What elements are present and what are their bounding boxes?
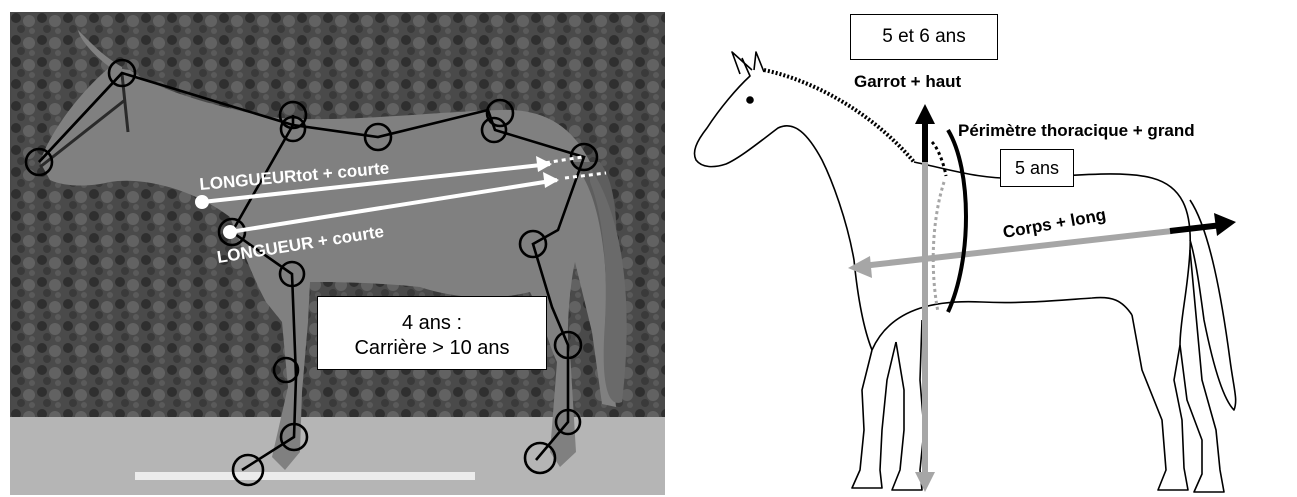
- age-box-career: 4 ans : Carrière > 10 ans: [317, 296, 547, 370]
- body-length-arrowhead-left: [848, 256, 872, 278]
- length-total-start-dot: [195, 195, 209, 209]
- horse-drawing-panel: Corps + long 5 et 6 ans Garrot + haut Pé…: [682, 0, 1297, 497]
- body-length-arrow-black: [1170, 225, 1222, 231]
- age-box-chest: 5 ans: [1000, 149, 1074, 187]
- horse-belly-outline: [872, 298, 1132, 350]
- ground-line: [135, 472, 475, 480]
- horse-drawing-svg: Corps + long: [682, 0, 1297, 497]
- horse-tail-outline: [1190, 200, 1236, 410]
- horse-head-outline: [694, 58, 872, 350]
- horse-eye: [747, 97, 753, 103]
- length-start-dot: [223, 225, 237, 239]
- chest-girth-arc-black: [948, 130, 966, 312]
- horse-photo-panel: LONGUEURtot + courte LONGUEUR + courte 4…: [10, 12, 665, 495]
- age-box-withers: 5 et 6 ans: [850, 14, 998, 60]
- label-withers-height: Garrot + haut: [854, 72, 961, 92]
- horse-foreleg-front: [852, 342, 896, 488]
- chest-girth-dotted-top: [932, 142, 946, 176]
- age-box-career-line2: Carrière > 10 ans: [318, 336, 546, 361]
- horse-outline: [694, 52, 1235, 492]
- horse-photo-svg: LONGUEURtot + courte LONGUEUR + courte: [10, 12, 665, 495]
- withers-height-arrowhead-bottom: [915, 472, 935, 492]
- label-body-length: Corps + long: [1001, 205, 1107, 242]
- horse-foreleg-back: [892, 320, 924, 490]
- label-chest-girth: Périmètre thoracique + grand: [958, 121, 1195, 141]
- chest-girth-dotted-grey: [933, 182, 944, 312]
- body-length-arrowhead-right: [1214, 213, 1236, 236]
- age-box-career-line1: 4 ans :: [318, 311, 546, 336]
- withers-height-arrowhead-top: [915, 104, 935, 124]
